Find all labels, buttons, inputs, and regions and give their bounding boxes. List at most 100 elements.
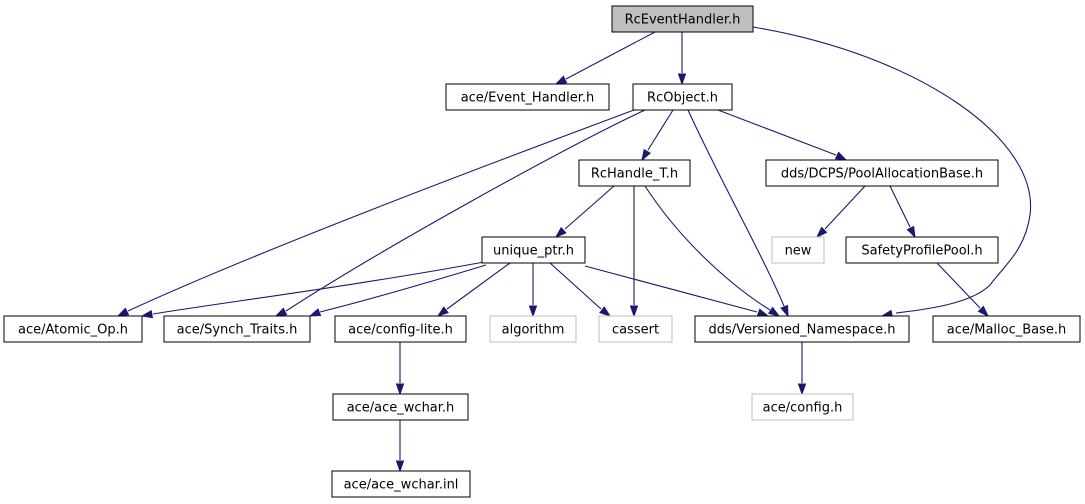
arrowhead-icon — [797, 383, 807, 396]
edge-line — [647, 109, 674, 151]
edge-line — [564, 185, 615, 230]
edge-line — [889, 185, 911, 228]
arrowhead-icon — [677, 73, 687, 86]
edge-poolallocationbase-to-safetyprofilepool — [889, 185, 916, 239]
node-cassert[interactable]: cassert — [598, 315, 673, 343]
node-new[interactable]: new — [771, 236, 825, 264]
arrowhead-icon — [274, 307, 288, 317]
arrowhead-icon — [834, 151, 848, 161]
node-ace-wchar-inl[interactable]: ace/ace_wchar.inl — [331, 470, 471, 498]
edge-safetyprofilepool-to-malloc-base — [936, 262, 990, 318]
arrowhead-icon — [554, 226, 567, 239]
arrowhead-icon — [528, 305, 538, 318]
node-malloc-base[interactable]: ace/Malloc_Base.h — [932, 315, 1081, 343]
edge-line — [824, 185, 866, 230]
node-label: ace/Event_Handler.h — [461, 91, 595, 106]
node-label: dds/DCPS/PoolAllocationBase.h — [781, 167, 983, 182]
edge-line — [717, 109, 837, 156]
arrowhead-icon — [599, 306, 612, 317]
edge-line — [446, 262, 511, 310]
node-config-h[interactable]: ace/config.h — [751, 393, 854, 421]
arrowhead-icon — [395, 460, 405, 473]
node-label: SafetyProfilePool.h — [861, 244, 982, 259]
edge-rchandle-to-versioned-namespace — [644, 185, 781, 317]
arrowhead-icon — [554, 75, 568, 85]
node-label: RcEventHandler.h — [625, 13, 741, 28]
node-safetyprofilepool[interactable]: SafetyProfilePool.h — [845, 236, 999, 264]
edge-poolallocationbase-to-new — [815, 185, 866, 239]
node-label: ace/ace_wchar.h — [347, 401, 455, 416]
edge-rchandle-to-cassert — [629, 186, 639, 318]
edge-line — [127, 109, 635, 312]
edge-unique-ptr-to-cassert — [549, 262, 612, 317]
edge-rceventhandler-to-event-handler — [554, 31, 656, 85]
node-label: ace/Atomic_Op.h — [18, 323, 128, 338]
edge-rcobject-to-synch-traits — [274, 109, 646, 317]
arrowhead-icon — [977, 305, 990, 318]
node-label: cassert — [612, 323, 659, 338]
node-rcobject[interactable]: RcObject.h — [632, 83, 733, 111]
node-unique-ptr[interactable]: unique_ptr.h — [481, 236, 586, 264]
arrowhead-icon — [906, 225, 916, 239]
node-label: algorithm — [502, 323, 565, 338]
edge-rchandle-to-unique-ptr — [554, 185, 615, 239]
arrowhead-icon — [641, 148, 652, 162]
edge-line — [549, 262, 602, 310]
node-label: ace/Synch_Traits.h — [177, 323, 298, 338]
node-label: unique_ptr.h — [493, 244, 574, 259]
edge-unique-ptr-to-synch-traits — [308, 264, 487, 317]
arrowhead-icon — [780, 304, 789, 318]
arrowhead-icon — [629, 305, 639, 318]
node-algorithm[interactable]: algorithm — [489, 315, 577, 343]
edge-ace-wchar-h-to-ace-wchar-inl — [395, 420, 405, 473]
edge-rcobject-to-rchandle — [641, 109, 674, 162]
node-rceventhandler[interactable]: RcEventHandler.h — [611, 5, 754, 33]
arrowhead-icon — [815, 226, 828, 239]
arrowhead-icon — [767, 306, 781, 317]
arrowhead-icon — [116, 307, 130, 317]
arrowhead-icon — [756, 308, 770, 317]
node-ace-wchar-h[interactable]: ace/ace_wchar.h — [332, 393, 469, 421]
node-event-handler[interactable]: ace/Event_Handler.h — [445, 83, 610, 111]
node-rchandle[interactable]: RcHandle_T.h — [578, 159, 691, 187]
edge-rceventhandler-to-rcobject — [677, 32, 687, 86]
edge-line — [644, 185, 771, 311]
node-label: ace/config.h — [763, 401, 843, 416]
node-label: dds/Versioned_Namespace.h — [708, 323, 895, 338]
node-label: ace/config-lite.h — [348, 323, 453, 338]
edge-line — [152, 261, 485, 315]
edge-line — [565, 31, 656, 80]
node-label: ace/Malloc_Base.h — [947, 323, 1067, 338]
node-label: RcObject.h — [647, 91, 718, 106]
edge-versioned-namespace-to-config-h — [797, 342, 807, 396]
edge-unique-ptr-to-config-lite — [436, 262, 511, 317]
edge-line — [936, 262, 981, 309]
node-atomic-op[interactable]: ace/Atomic_Op.h — [3, 315, 143, 343]
node-poolallocationbase[interactable]: dds/DCPS/PoolAllocationBase.h — [765, 159, 999, 187]
edge-rcobject-to-versioned-namespace — [687, 109, 789, 318]
edge-line — [752, 26, 1032, 314]
edge-unique-ptr-to-atomic-op — [140, 261, 485, 319]
node-label: RcHandle_T.h — [591, 167, 678, 182]
edge-config-lite-to-ace-wchar-h — [395, 342, 405, 396]
arrowhead-icon — [436, 306, 449, 317]
edge-unique-ptr-to-versioned-namespace — [584, 265, 770, 317]
node-config-lite[interactable]: ace/config-lite.h — [334, 315, 467, 343]
edge-line — [285, 109, 646, 312]
node-synch-traits[interactable]: ace/Synch_Traits.h — [163, 315, 311, 343]
arrowhead-icon — [308, 308, 322, 317]
arrowhead-icon — [140, 309, 154, 319]
graph-edges — [116, 26, 1032, 473]
edge-rcobject-to-poolallocationbase — [717, 109, 848, 161]
edge-rcobject-to-atomic-op — [116, 109, 635, 317]
arrowhead-icon — [395, 383, 405, 396]
node-label: new — [785, 244, 812, 259]
edge-line — [687, 109, 785, 307]
node-label: ace/ace_wchar.inl — [344, 478, 459, 493]
edge-unique-ptr-to-algorithm — [528, 263, 538, 318]
edge-line — [319, 264, 487, 313]
node-versioned-namespace[interactable]: dds/Versioned_Namespace.h — [694, 315, 910, 343]
edge-line — [584, 265, 758, 313]
